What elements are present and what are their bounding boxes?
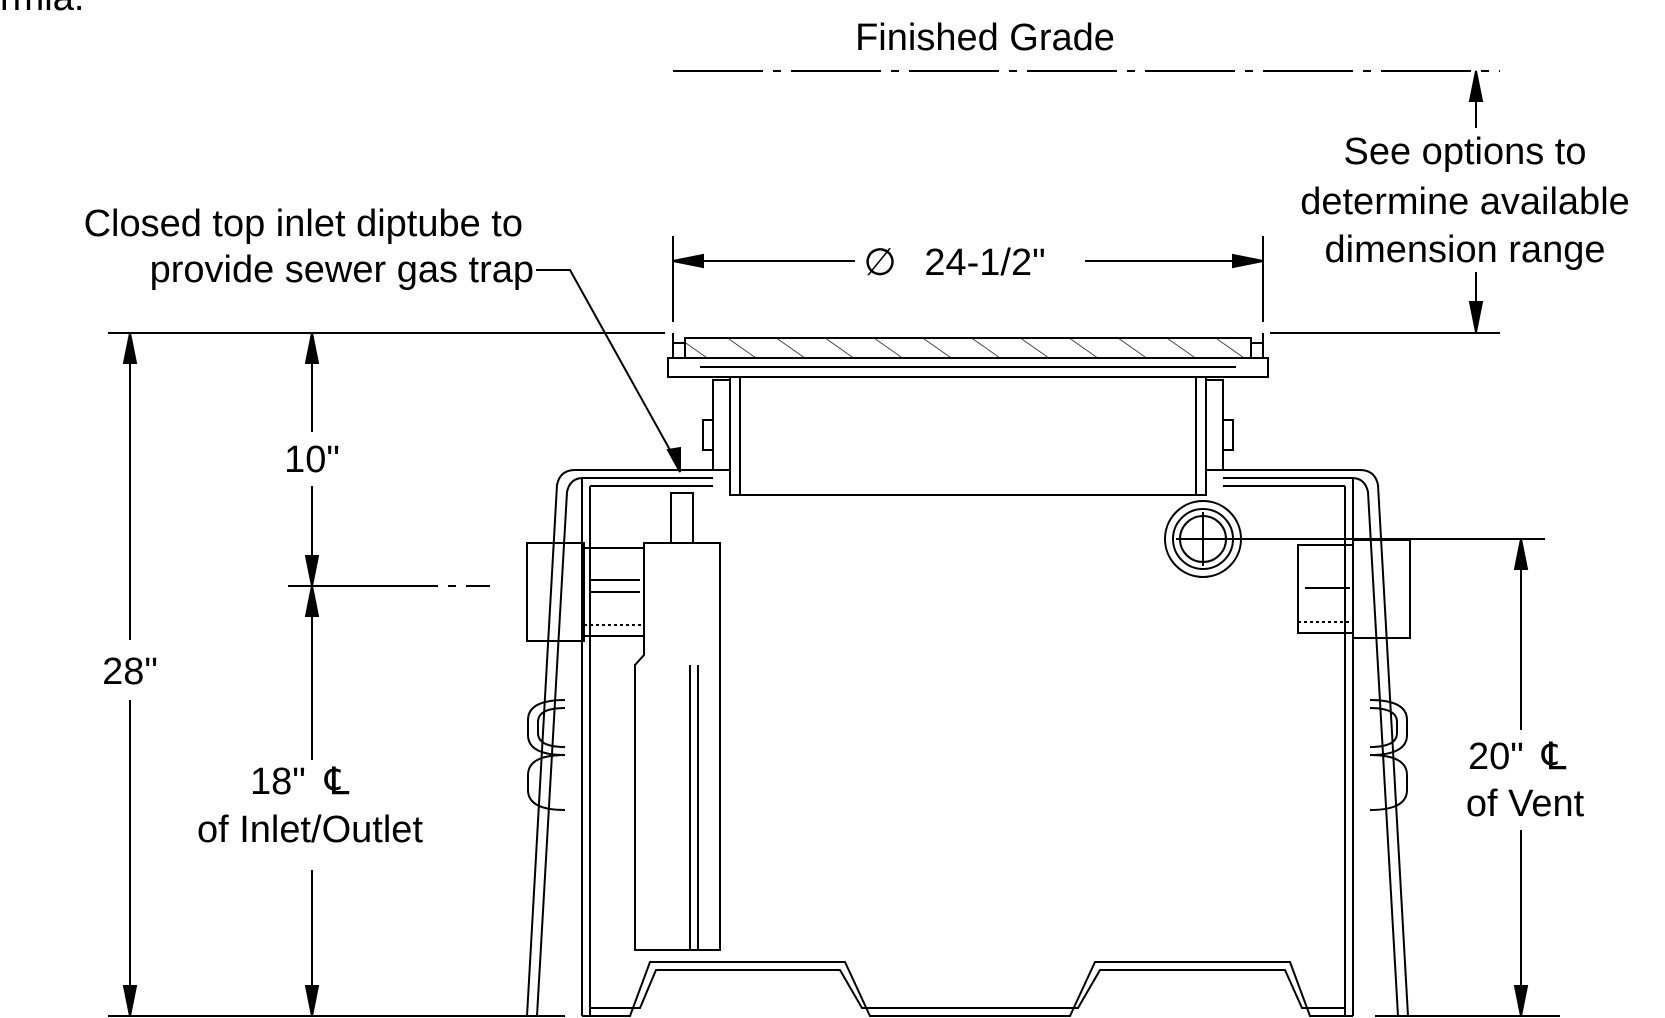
options-note-line-3: dimension range — [1324, 229, 1606, 271]
diptube-note-line-2: provide sewer gas trap — [149, 249, 534, 291]
diameter-symbol: ∅ — [863, 242, 896, 284]
inlet-height-dimension — [304, 585, 320, 1017]
tank-bottom — [582, 961, 1353, 1017]
options-note-line-2: determine available — [1300, 181, 1630, 223]
depth-10-dimension — [304, 332, 320, 587]
top-fragment-text: rmla. — [0, 0, 84, 20]
inlet-height-value: 18" — [250, 761, 306, 803]
outlet-fitting — [1297, 539, 1411, 639]
diptube-note-line-1: Closed top inlet diptube to — [83, 203, 523, 245]
diptube-leader — [536, 269, 681, 473]
depth-10-label: 10" — [284, 439, 340, 481]
cover-lid — [667, 333, 1269, 378]
inlet-centerline-symbol: ℄ — [325, 761, 350, 803]
vent-centerline-symbol: ℄ — [1542, 736, 1567, 778]
diameter-value: 24-1/2" — [924, 242, 1045, 284]
side-ribs — [527, 699, 1408, 811]
vent-fitting — [1164, 500, 1242, 578]
vent-height-value: 20" — [1468, 736, 1524, 778]
tank-body — [526, 469, 1409, 1017]
inlet-fitting — [526, 542, 645, 642]
options-note-line-1: See options to — [1343, 131, 1587, 173]
vent-height-desc: of Vent — [1465, 783, 1585, 825]
grade-depth-dimension — [1468, 70, 1484, 333]
height-28-label: 28" — [102, 651, 158, 693]
inlet-height-desc: of Inlet/Outlet — [196, 809, 423, 851]
finished-grade-label: Finished Grade — [855, 17, 1115, 59]
inlet-diptube — [634, 492, 721, 951]
height-28-dimension — [122, 332, 138, 1017]
riser — [702, 376, 1234, 496]
diameter-dimension — [672, 236, 1264, 322]
